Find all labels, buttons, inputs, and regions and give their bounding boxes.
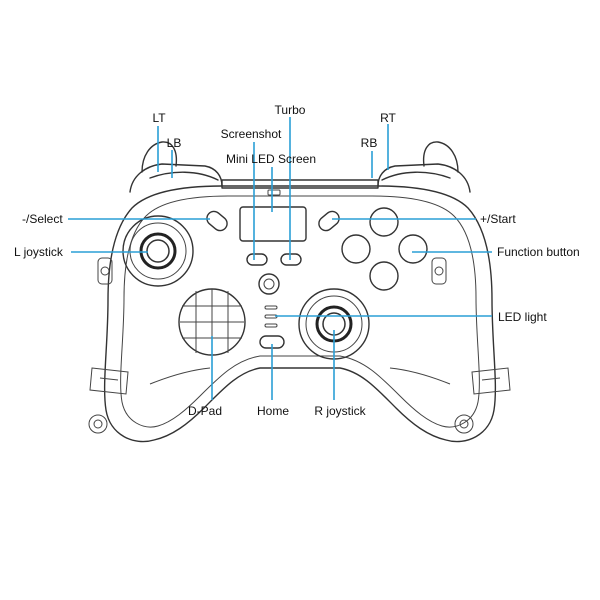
label-function-button: Function button (497, 245, 580, 259)
label-screenshot: Screenshot (221, 127, 282, 141)
face-button-left (341, 234, 371, 264)
left-joystick (122, 215, 194, 287)
lt-trigger (141, 141, 178, 173)
right-shoulder-housing (377, 163, 471, 193)
label-r-joystick: R joystick (314, 404, 366, 418)
rt-trigger (422, 141, 459, 173)
face-buttons (341, 207, 428, 291)
right-grip-inner-line (389, 367, 451, 385)
lb-bumper (149, 171, 219, 181)
left-shoulder-housing (129, 163, 223, 193)
label-select: -/Select (22, 212, 63, 226)
home-round-button (258, 273, 280, 295)
label-lt: LT (152, 111, 166, 125)
left-side-port (97, 257, 113, 285)
right-grip-screw (454, 414, 474, 434)
screenshot-button (246, 253, 268, 266)
mini-led-screen (239, 189, 307, 242)
label-mini-led-screen: Mini LED Screen (226, 152, 316, 166)
right-side-port (431, 257, 447, 285)
left-grip-screw (88, 414, 108, 434)
label-turbo: Turbo (275, 103, 306, 117)
label-rb: RB (361, 136, 378, 150)
label-rt: RT (380, 111, 396, 125)
leader-lines (68, 117, 492, 400)
face-button-top (369, 207, 399, 237)
label-home: Home (257, 404, 289, 418)
label-led-light: LED light (498, 310, 547, 324)
start-button (318, 210, 340, 232)
outer-shell (103, 185, 497, 443)
select-button (206, 210, 228, 232)
label-lb: LB (167, 136, 182, 150)
left-grip-inner-line (149, 367, 211, 385)
face-button-right (398, 234, 428, 264)
rb-bumper (381, 171, 451, 181)
turbo-button (280, 253, 302, 266)
labels: LT LB Screenshot Turbo Mini LED Screen R… (14, 103, 580, 418)
label-dpad: D-Pad (188, 404, 222, 418)
inner-shell-contour (120, 195, 480, 428)
left-rear-paddle (89, 367, 129, 395)
label-start: +/Start (480, 212, 516, 226)
top-center-strip (221, 179, 379, 189)
controller-body (88, 141, 511, 443)
label-l-joystick: L joystick (14, 245, 64, 259)
face-button-bottom (369, 261, 399, 291)
right-rear-paddle (471, 367, 511, 395)
